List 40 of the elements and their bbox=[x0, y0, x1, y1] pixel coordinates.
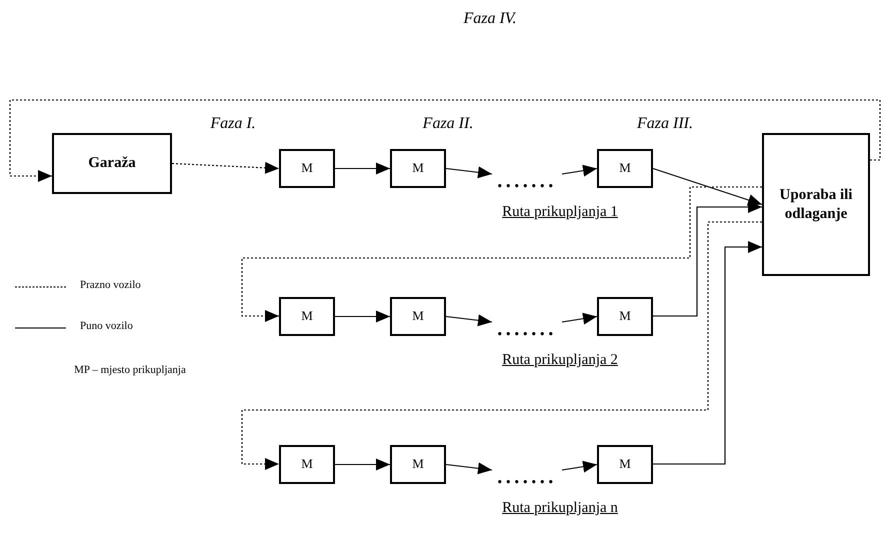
phase-label: Faza II. bbox=[422, 115, 474, 133]
arrow bbox=[652, 168, 762, 206]
collection-point-box: M bbox=[597, 297, 653, 336]
arrow bbox=[446, 462, 492, 474]
ellipsis-text: ....... bbox=[497, 470, 557, 484]
collection-point-box: M bbox=[597, 149, 653, 188]
collection-point-box: M bbox=[390, 297, 446, 336]
arrow bbox=[335, 458, 390, 470]
process-box: Uporaba ili odlaganje bbox=[762, 133, 870, 276]
collection-point-box: M bbox=[279, 149, 335, 188]
collection-point-box: M bbox=[279, 445, 335, 484]
arrow bbox=[446, 166, 492, 178]
phase-label: Faza I. bbox=[210, 115, 256, 133]
process-box: Garaža bbox=[52, 133, 172, 194]
arrow bbox=[653, 241, 762, 465]
arrow bbox=[562, 460, 598, 473]
ellipsis-text: ....... bbox=[497, 322, 557, 336]
phase-label: Faza III. bbox=[637, 115, 693, 133]
arrow bbox=[241, 186, 762, 322]
arrow bbox=[335, 310, 390, 322]
arrow bbox=[562, 164, 598, 177]
arrow bbox=[9, 99, 881, 182]
collection-point-box: M bbox=[597, 445, 653, 484]
collection-point-box: M bbox=[279, 297, 335, 336]
ellipsis-text: ....... bbox=[497, 174, 557, 188]
route-label: Ruta prikupljanja n bbox=[502, 500, 618, 517]
arrow bbox=[172, 162, 280, 174]
route-label: Ruta prikupljanja 2 bbox=[502, 352, 618, 369]
legend-text: Prazno vozilo bbox=[80, 279, 141, 291]
note-text: MP – mjesto prikupljanja bbox=[74, 364, 186, 376]
arrow bbox=[241, 221, 762, 470]
collection-point-box: M bbox=[390, 149, 446, 188]
legend-text: Puno vozilo bbox=[80, 320, 133, 332]
arrow bbox=[562, 312, 598, 325]
arrow bbox=[446, 314, 492, 326]
route-label: Ruta prikupljanja 1 bbox=[502, 204, 618, 221]
arrow bbox=[335, 162, 390, 174]
phase-label: Faza IV. bbox=[463, 10, 517, 28]
arrow bbox=[653, 201, 762, 317]
collection-point-box: M bbox=[390, 445, 446, 484]
